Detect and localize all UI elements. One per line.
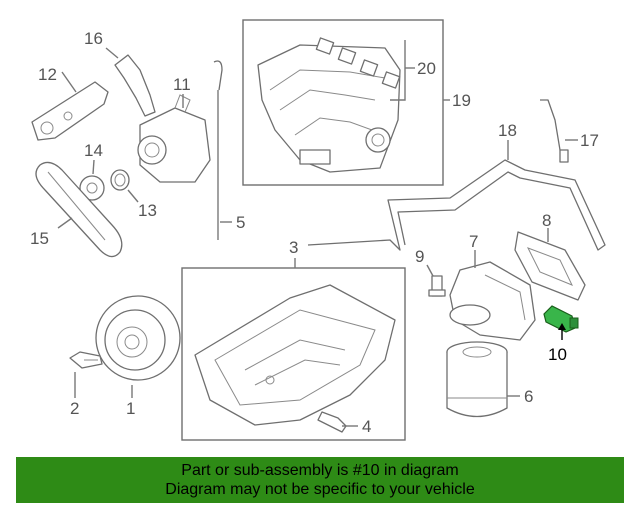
callout-11[interactable]: 11: [173, 75, 191, 94]
info-banner: Part or sub-assembly is #10 in diagram D…: [16, 457, 624, 503]
pulley-bolt[interactable]: [69, 351, 103, 369]
oil-pan[interactable]: [194, 284, 396, 426]
dipstick-tube[interactable]: [307, 159, 606, 251]
pump-assembly[interactable]: [137, 94, 211, 183]
parts-diagram: 1 2 3 4 5 6 7 8 9 10 11 12 13 14 15 16 1…: [30, 19, 606, 441]
timing-chain[interactable]: [35, 161, 123, 258]
callout-17[interactable]: 17: [580, 131, 599, 150]
intake-gaskets[interactable]: [315, 37, 401, 89]
callout-19[interactable]: 19: [452, 91, 471, 110]
callout-1[interactable]: 1: [126, 399, 135, 418]
oil-pressure-sensor[interactable]: [543, 305, 579, 333]
callout-4[interactable]: 4: [362, 417, 371, 436]
callout-9[interactable]: 9: [415, 247, 424, 266]
chain-tensioner-arm[interactable]: [31, 81, 109, 141]
callout-5[interactable]: 5: [236, 213, 245, 232]
sensor-arrow-head: [558, 323, 566, 330]
oil-dipstick[interactable]: [213, 60, 223, 240]
timing-chain-guide[interactable]: [114, 54, 156, 117]
filter-adapter-bolt[interactable]: [428, 275, 446, 297]
callout-7[interactable]: 7: [469, 232, 478, 251]
callout-2[interactable]: 2: [70, 399, 79, 418]
oil-filter-adapter[interactable]: [449, 261, 536, 341]
callout-12[interactable]: 12: [38, 65, 57, 84]
callout-14[interactable]: 14: [84, 141, 103, 160]
crankshaft-pulley[interactable]: [95, 295, 181, 381]
callout-15[interactable]: 15: [30, 229, 49, 248]
seal-ring[interactable]: [110, 169, 130, 191]
oil-pan-bolt[interactable]: [317, 411, 347, 433]
banner-line-2: Diagram may not be specific to your vehi…: [165, 481, 475, 498]
callout-3[interactable]: 3: [289, 238, 298, 257]
callout-16[interactable]: 16: [84, 29, 103, 48]
intake-manifold[interactable]: [257, 44, 401, 173]
callout-10[interactable]: 10: [548, 345, 567, 364]
callout-6[interactable]: 6: [524, 387, 533, 406]
oil-pan-frame: [181, 267, 406, 441]
oil-filter[interactable]: [446, 341, 508, 418]
intake-manifold-frame: [242, 19, 444, 186]
adapter-gasket[interactable]: [514, 231, 586, 301]
callout-13[interactable]: 13: [138, 201, 157, 220]
callout-18[interactable]: 18: [498, 121, 517, 140]
sprocket[interactable]: [79, 175, 105, 201]
banner-line-1: Part or sub-assembly is #10 in diagram: [181, 462, 459, 479]
callout-8[interactable]: 8: [542, 211, 551, 230]
callout-20[interactable]: 20: [417, 59, 436, 78]
sensor-wire[interactable]: [540, 99, 569, 163]
